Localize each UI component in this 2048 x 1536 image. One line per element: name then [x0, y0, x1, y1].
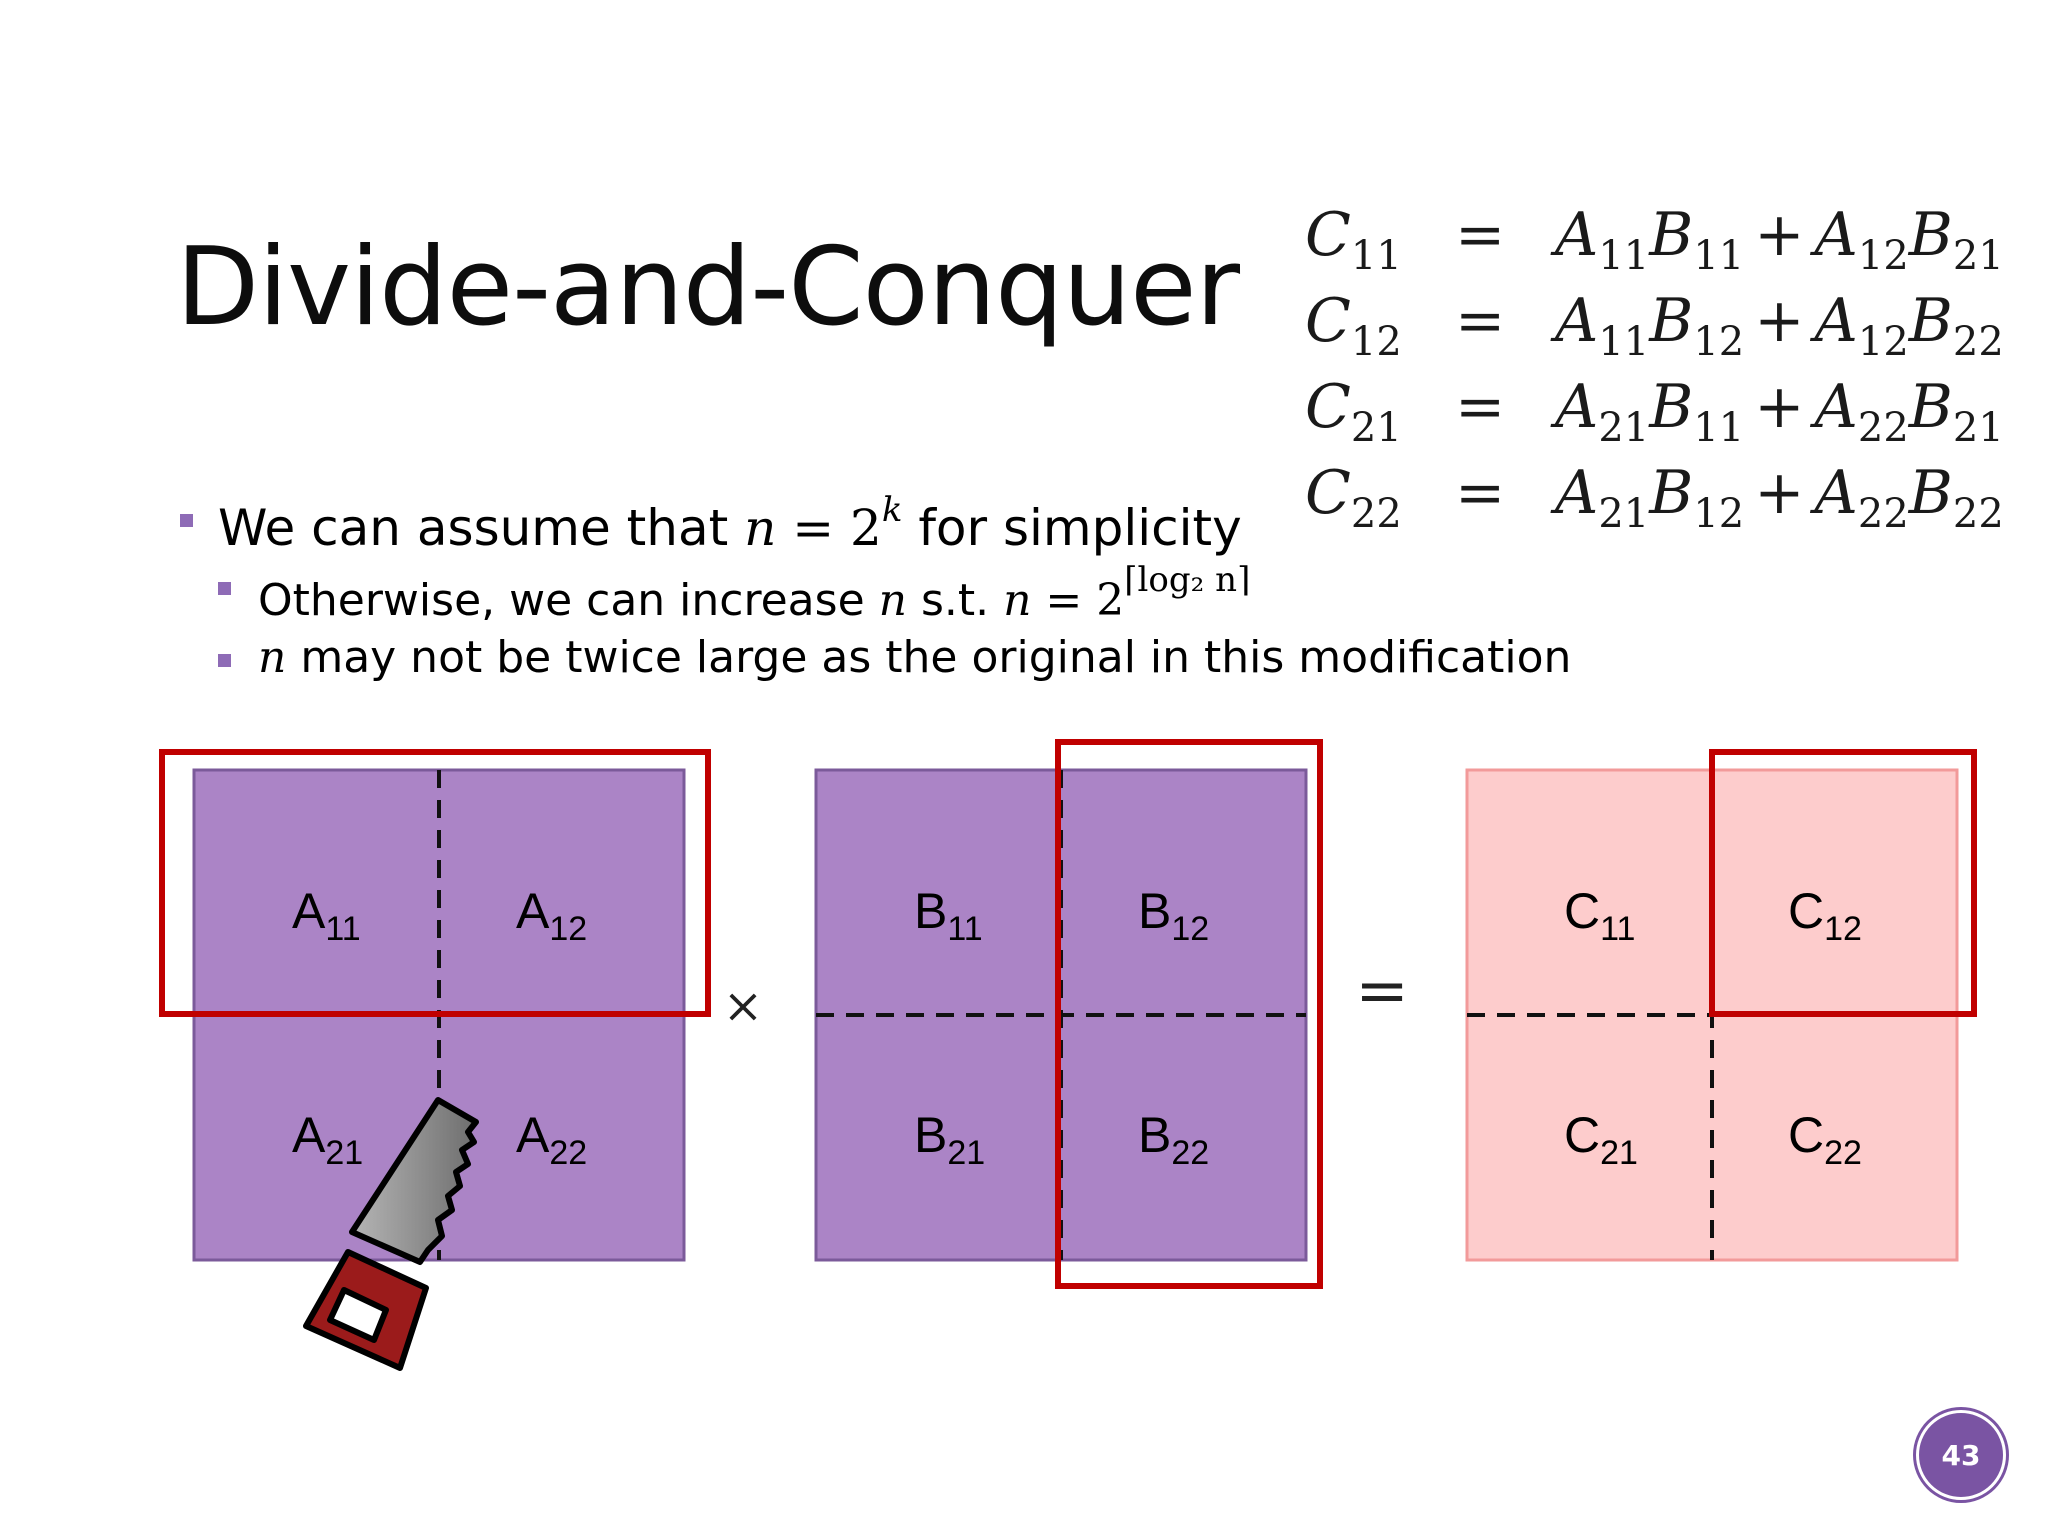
matrix-a-row-highlight [159, 749, 711, 1017]
eq-term: B [1908, 458, 1953, 528]
eq-lhs-symbol: C [1305, 372, 1351, 442]
math-eq: = 2 [1031, 575, 1125, 626]
eq-sub: 21 [1598, 405, 1650, 451]
eq-term: A [1814, 200, 1858, 270]
eq-sub: 22 [1952, 491, 2004, 537]
eq-term: B [1908, 200, 1953, 270]
bullet-text: may not be twice large as the original i… [286, 632, 1572, 683]
eq-sub: 11 [1598, 233, 1650, 279]
eq-sub: 22 [1952, 319, 2004, 365]
eq-plus: + [1754, 200, 1805, 270]
eq-sub: 12 [1857, 233, 1909, 279]
eq-sub: 11 [1598, 319, 1650, 365]
bullet-text: Otherwise, we can increase [258, 575, 879, 626]
eq-plus: + [1754, 286, 1805, 356]
eq-sub: 11 [1693, 405, 1745, 451]
eq-equals: = [1455, 458, 1506, 528]
matrix-c-labels: C11 C12 C21 C22 [1564, 883, 1862, 1172]
eq-lhs-symbol: C [1305, 286, 1351, 356]
eq-term: A [1814, 458, 1858, 528]
equals-symbol: = [1355, 954, 1409, 1028]
cell-label: B21 [914, 1107, 985, 1172]
eq-equals: = [1455, 286, 1506, 356]
eq-term: A [1555, 286, 1599, 356]
matrix-b-labels: B11 B12 B21 B22 [914, 883, 1209, 1172]
cell-label: B11 [914, 883, 983, 948]
matrix-b-column-highlight [1055, 739, 1323, 1289]
bullet-text: s.t. [906, 575, 1004, 626]
eq-term: B [1649, 372, 1694, 442]
bullet-text: We can assume that [218, 499, 745, 557]
math-var: n [878, 575, 907, 626]
cell-label: A22 [516, 1107, 587, 1172]
eq-lhs-sub: 11 [1350, 233, 1402, 279]
bullet-list: We can assume that n = 2k for simplicity… [176, 490, 1571, 704]
bullet-marker-icon [180, 514, 193, 527]
math-eq: = 2 [776, 499, 882, 557]
eq-term: A [1555, 458, 1599, 528]
eq-lhs-symbol: C [1305, 458, 1351, 528]
page-number-badge: 43 [1916, 1410, 2006, 1500]
eq-term: A [1814, 372, 1858, 442]
math-var: n [258, 632, 287, 683]
eq-sub: 12 [1857, 319, 1909, 365]
cell-label: A12 [516, 883, 587, 948]
math-exponent: k [881, 490, 903, 530]
eq-term: B [1649, 200, 1694, 270]
eq-sub: 21 [1952, 233, 2004, 279]
eq-lhs-sub: 21 [1350, 405, 1402, 451]
cell-label: C21 [1564, 1107, 1638, 1172]
cell-label: A21 [292, 1107, 363, 1172]
eq-sub: 12 [1693, 319, 1745, 365]
bullet-marker-icon [218, 582, 231, 595]
slide-title: Divide-and-Conquer [176, 225, 1240, 350]
eq-equals: = [1455, 200, 1506, 270]
bullet-text: for simplicity [902, 499, 1242, 557]
matrix-c-cell-highlight [1709, 749, 1977, 1017]
cell-label: C22 [1788, 1107, 1862, 1172]
cell-label: B22 [1138, 1107, 1209, 1172]
eq-term: A [1555, 372, 1599, 442]
eq-sub: 12 [1693, 491, 1745, 537]
eq-sub: 11 [1693, 233, 1745, 279]
eq-term: B [1649, 286, 1694, 356]
eq-equals: = [1455, 372, 1506, 442]
eq-lhs-sub: 22 [1350, 491, 1402, 537]
bullet-item: We can assume that n = 2k for simplicity [176, 490, 1242, 560]
cell-label: A11 [292, 883, 361, 948]
eq-plus: + [1754, 458, 1805, 528]
eq-lhs-symbol: C [1305, 200, 1351, 270]
eq-term: B [1908, 286, 1953, 356]
hand-saw-icon [303, 1097, 479, 1371]
eq-term: A [1814, 286, 1858, 356]
math-var: n [1003, 575, 1032, 626]
math-exponent: ⌈log₂ n⌉ [1124, 560, 1251, 600]
matrix-a-labels: A11 A12 A21 A22 [292, 883, 587, 1172]
math-var: n [744, 499, 777, 557]
eq-term: B [1649, 458, 1694, 528]
eq-sub: 22 [1857, 405, 1909, 451]
times-symbol: × [723, 978, 763, 1034]
eq-sub: 21 [1952, 405, 2004, 451]
cell-label: C12 [1788, 883, 1862, 948]
eq-plus: + [1754, 372, 1805, 442]
eq-lhs-sub: 12 [1350, 319, 1402, 365]
eq-sub: 22 [1857, 491, 1909, 537]
eq-term: A [1555, 200, 1599, 270]
bullet-marker-icon [218, 654, 231, 667]
eq-term: B [1908, 372, 1953, 442]
cell-label: B12 [1138, 883, 1209, 948]
cell-label: C11 [1564, 883, 1635, 948]
eq-sub: 21 [1598, 491, 1650, 537]
